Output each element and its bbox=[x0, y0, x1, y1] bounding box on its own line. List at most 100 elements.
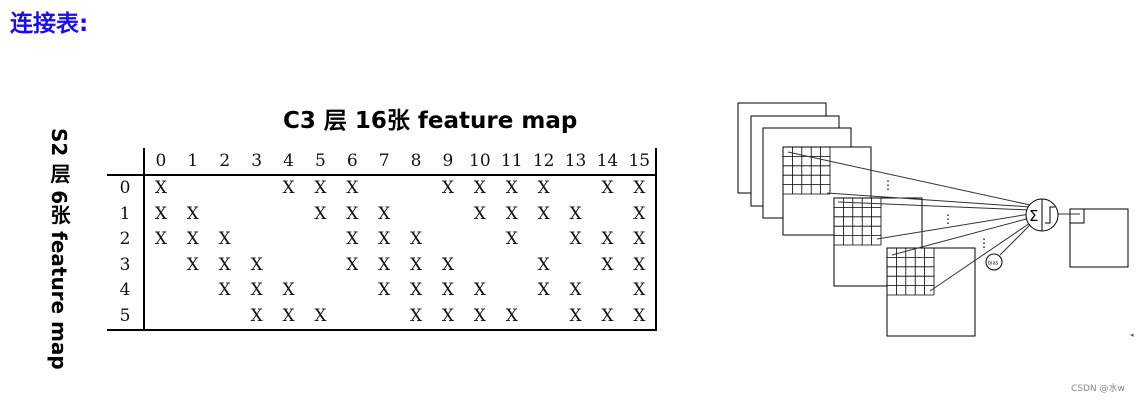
edge-marker: ◂ bbox=[1130, 331, 1134, 339]
table-cell: X bbox=[250, 254, 263, 275]
table-cell bbox=[432, 201, 464, 227]
column-header: 0 bbox=[155, 150, 167, 171]
row-header: 2 bbox=[107, 226, 145, 252]
table-cell: X bbox=[505, 203, 518, 224]
table-cell: X bbox=[346, 203, 359, 224]
table-cell: X bbox=[473, 305, 486, 326]
table-cell: X bbox=[441, 178, 455, 199]
sum-symbol: Σ bbox=[1029, 207, 1038, 225]
table-cell: X bbox=[623, 252, 658, 278]
row-header: 3 bbox=[107, 252, 145, 278]
table-cell: X bbox=[218, 254, 231, 275]
table-cell: X bbox=[282, 305, 295, 326]
column-header: 15 bbox=[623, 148, 658, 175]
table-cell: X bbox=[569, 305, 582, 326]
column-axis-title: C3 层 16张 feature map bbox=[283, 108, 578, 134]
table-corner bbox=[107, 148, 145, 175]
table-cell: X bbox=[154, 229, 167, 250]
table-cell bbox=[432, 227, 464, 253]
column-header: 7 bbox=[378, 150, 390, 171]
table-cell: X bbox=[186, 203, 199, 224]
table-cell: X bbox=[623, 201, 658, 227]
column-header: 8 bbox=[410, 150, 422, 171]
table-cell: X bbox=[623, 174, 658, 201]
table-cell bbox=[304, 278, 336, 304]
bias-node: bias bbox=[985, 253, 1003, 271]
table-cell: X bbox=[441, 254, 455, 275]
table-cell: X bbox=[218, 229, 231, 250]
table-cell: X bbox=[623, 277, 658, 303]
table-cell bbox=[400, 201, 432, 227]
table-cell: X bbox=[569, 229, 582, 250]
table-cell bbox=[336, 303, 368, 330]
table-cell: X bbox=[314, 203, 327, 224]
row-header: 0 bbox=[107, 174, 145, 201]
table-cell: X bbox=[154, 178, 167, 199]
column-header: 6 bbox=[346, 150, 358, 171]
table-cell: X bbox=[410, 305, 423, 326]
table-cell: X bbox=[505, 178, 518, 199]
table-cell bbox=[209, 201, 241, 227]
table-cell: X bbox=[378, 254, 391, 275]
column-header: 11 bbox=[500, 150, 523, 171]
convolution-diagram: ⋮ ⋮ ⋮ Σ bias bbox=[737, 102, 1129, 337]
table-cell bbox=[209, 303, 241, 330]
output-pixel bbox=[1069, 208, 1085, 224]
table-cell: X bbox=[378, 280, 391, 301]
table-cell: X bbox=[282, 178, 295, 199]
table-cell: X bbox=[623, 226, 658, 252]
table-cell: X bbox=[601, 178, 614, 199]
bias-label: bias bbox=[988, 261, 999, 267]
table-cell bbox=[304, 227, 336, 253]
bias-line bbox=[999, 224, 1031, 256]
table-cell: X bbox=[505, 229, 518, 250]
table-cell: X bbox=[410, 280, 423, 301]
connection-line bbox=[826, 192, 1031, 208]
table-cell bbox=[368, 175, 400, 202]
row-axis-title: S2 层 6张 feature map bbox=[47, 128, 71, 370]
table-cell: X bbox=[346, 229, 359, 250]
table-cell bbox=[591, 278, 623, 304]
connection-line bbox=[929, 222, 1031, 292]
table-cell: X bbox=[601, 229, 614, 250]
step-function-icon bbox=[1045, 206, 1055, 224]
table-cell: X bbox=[186, 254, 199, 275]
table-cell bbox=[144, 303, 177, 330]
table-cell: X bbox=[314, 305, 327, 326]
table-cell: X bbox=[410, 254, 423, 275]
table-cell: X bbox=[537, 178, 550, 199]
connection-line bbox=[837, 201, 1031, 211]
table-cell bbox=[368, 303, 400, 330]
table-cell bbox=[464, 227, 496, 253]
row-header: 1 bbox=[107, 201, 145, 227]
column-header: 2 bbox=[219, 150, 231, 171]
table-cell: X bbox=[473, 203, 486, 224]
table-cell: X bbox=[410, 229, 423, 250]
column-header: 1 bbox=[187, 150, 199, 171]
column-header: 12 bbox=[532, 150, 555, 171]
table-cell: X bbox=[601, 305, 614, 326]
table-cell bbox=[144, 278, 177, 304]
table-cell bbox=[273, 201, 305, 227]
table-cell bbox=[591, 201, 623, 227]
connection-line bbox=[891, 217, 1031, 256]
table-cell: X bbox=[441, 280, 455, 301]
table-cell bbox=[241, 201, 273, 227]
row-header: 4 bbox=[107, 277, 145, 303]
table-cell bbox=[464, 252, 496, 278]
table-cell: X bbox=[378, 203, 391, 224]
table-cell: X bbox=[623, 303, 658, 330]
table-cell: X bbox=[473, 280, 486, 301]
connection-line bbox=[787, 151, 1031, 206]
column-header: 14 bbox=[596, 150, 619, 171]
column-header: 5 bbox=[314, 150, 326, 171]
column-header: 3 bbox=[251, 150, 263, 171]
table-cell: X bbox=[314, 178, 327, 199]
